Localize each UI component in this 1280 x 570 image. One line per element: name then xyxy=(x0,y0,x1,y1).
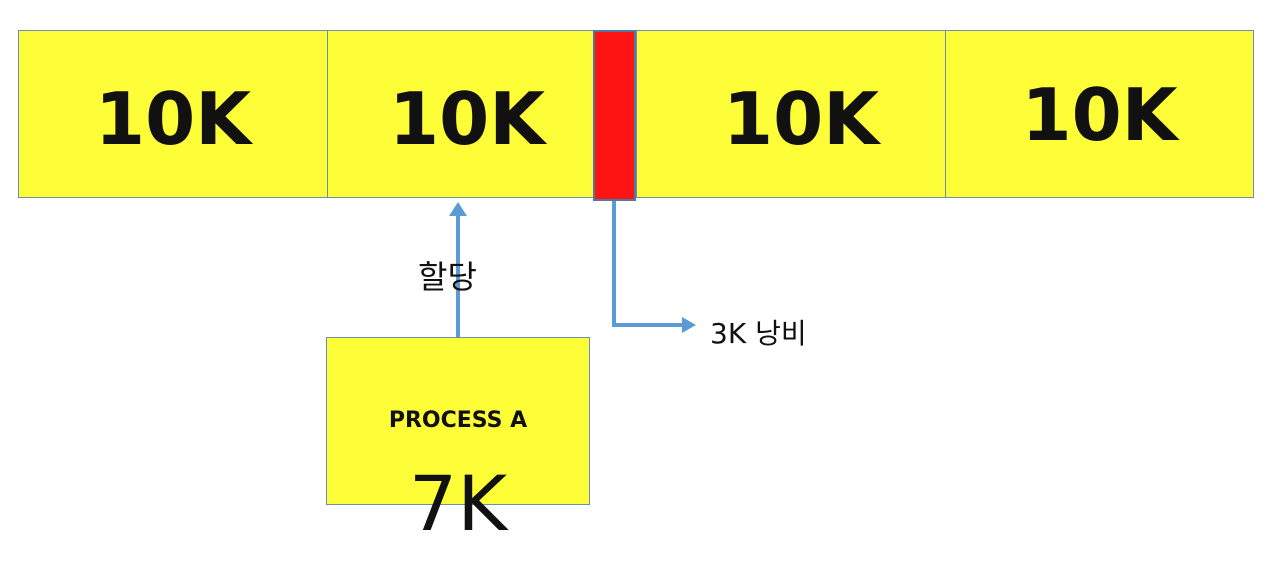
wasted-fragment xyxy=(593,30,636,201)
waste-arrowhead xyxy=(682,317,696,333)
memory-block-3: 10K xyxy=(637,31,946,197)
memory-block-label: 10K xyxy=(1021,73,1178,157)
waste-arrow xyxy=(612,201,684,327)
memory-block-label: 10K xyxy=(389,77,545,161)
memory-block-2: 10K xyxy=(328,31,637,197)
process-size: 7K xyxy=(408,459,508,548)
process-box: PROCESS A xyxy=(326,337,590,505)
process-name: PROCESS A xyxy=(388,408,528,433)
allocation-label: 할당 xyxy=(418,258,477,296)
allocation-arrowhead xyxy=(449,202,467,216)
memory-block-4: 10K xyxy=(946,31,1253,197)
waste-label: 3K 낭비 xyxy=(710,317,807,350)
memory-block-1: 10K xyxy=(19,31,328,197)
memory-block-label: 10K xyxy=(723,77,879,161)
memory-block-label: 10K xyxy=(95,77,251,161)
memory-strip: 10K 10K 10K 10K xyxy=(18,30,1254,198)
